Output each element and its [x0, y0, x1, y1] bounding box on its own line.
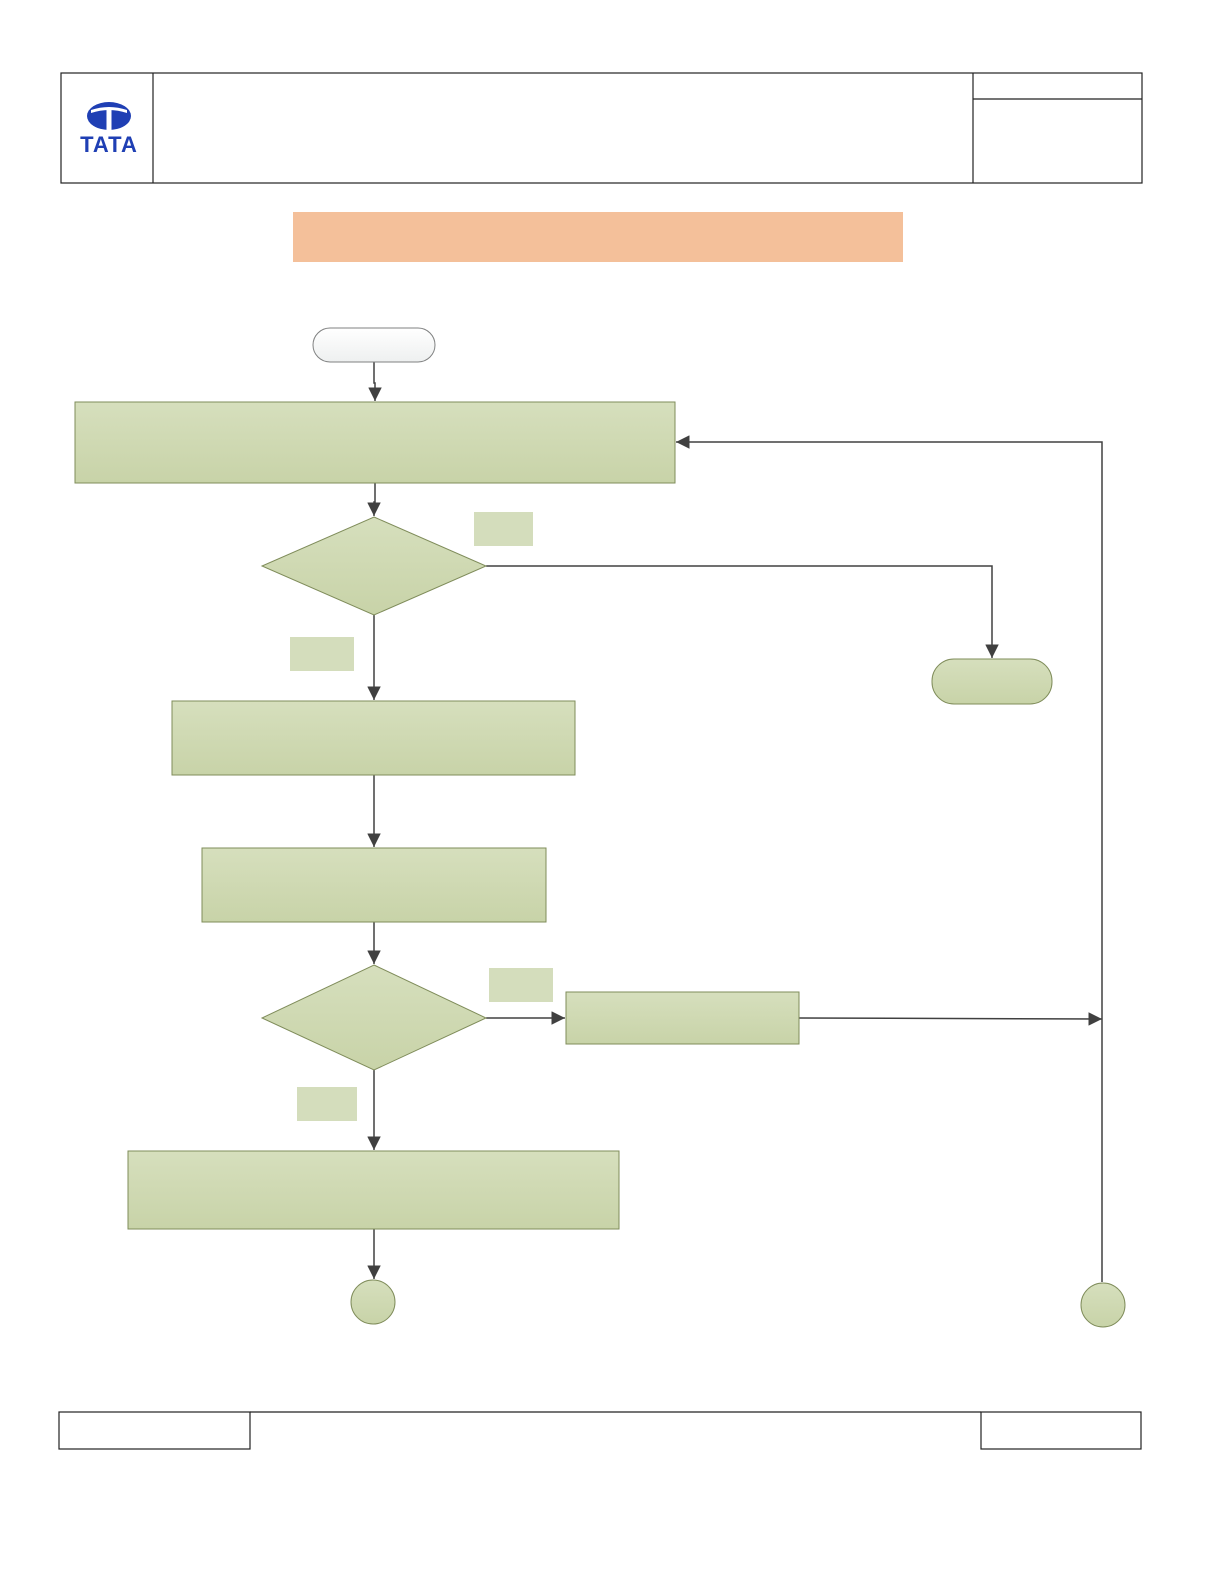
arrow-step-right-to-loop [798, 1012, 1103, 1026]
process-step-1 [74, 401, 676, 484]
end-terminator [931, 658, 1053, 705]
arrow-decision1-to-end1 [486, 565, 999, 658]
footer-table [58, 1411, 1142, 1450]
process-step-4 [127, 1150, 620, 1230]
decision-2 [260, 964, 488, 1071]
flow-connectors [367, 362, 1103, 1282]
decision-1-down-label-box [290, 637, 354, 671]
decision-2-right-label-box [489, 968, 553, 1002]
decision-2-down-label-box [297, 1087, 357, 1121]
arrow-start-to-step1 [368, 362, 382, 401]
start-terminator [312, 327, 436, 363]
process-step-2 [171, 700, 576, 776]
header-table [60, 72, 1143, 184]
title-banner [293, 212, 903, 262]
loop-back-line [676, 435, 1103, 1282]
arrow-step1-to-decision1 [367, 483, 381, 516]
process-step-3 [201, 847, 547, 923]
connector-bottom [350, 1279, 396, 1325]
tata-logo: TATA [80, 102, 138, 157]
process-step-right [565, 991, 800, 1045]
decision-1 [260, 516, 488, 616]
tata-logo-emblem-icon [87, 102, 131, 130]
flow-nodes [74, 327, 1126, 1328]
tata-logo-text: TATA [80, 132, 138, 157]
connector-right [1080, 1282, 1126, 1328]
decision-1-right-label-box [474, 512, 533, 546]
